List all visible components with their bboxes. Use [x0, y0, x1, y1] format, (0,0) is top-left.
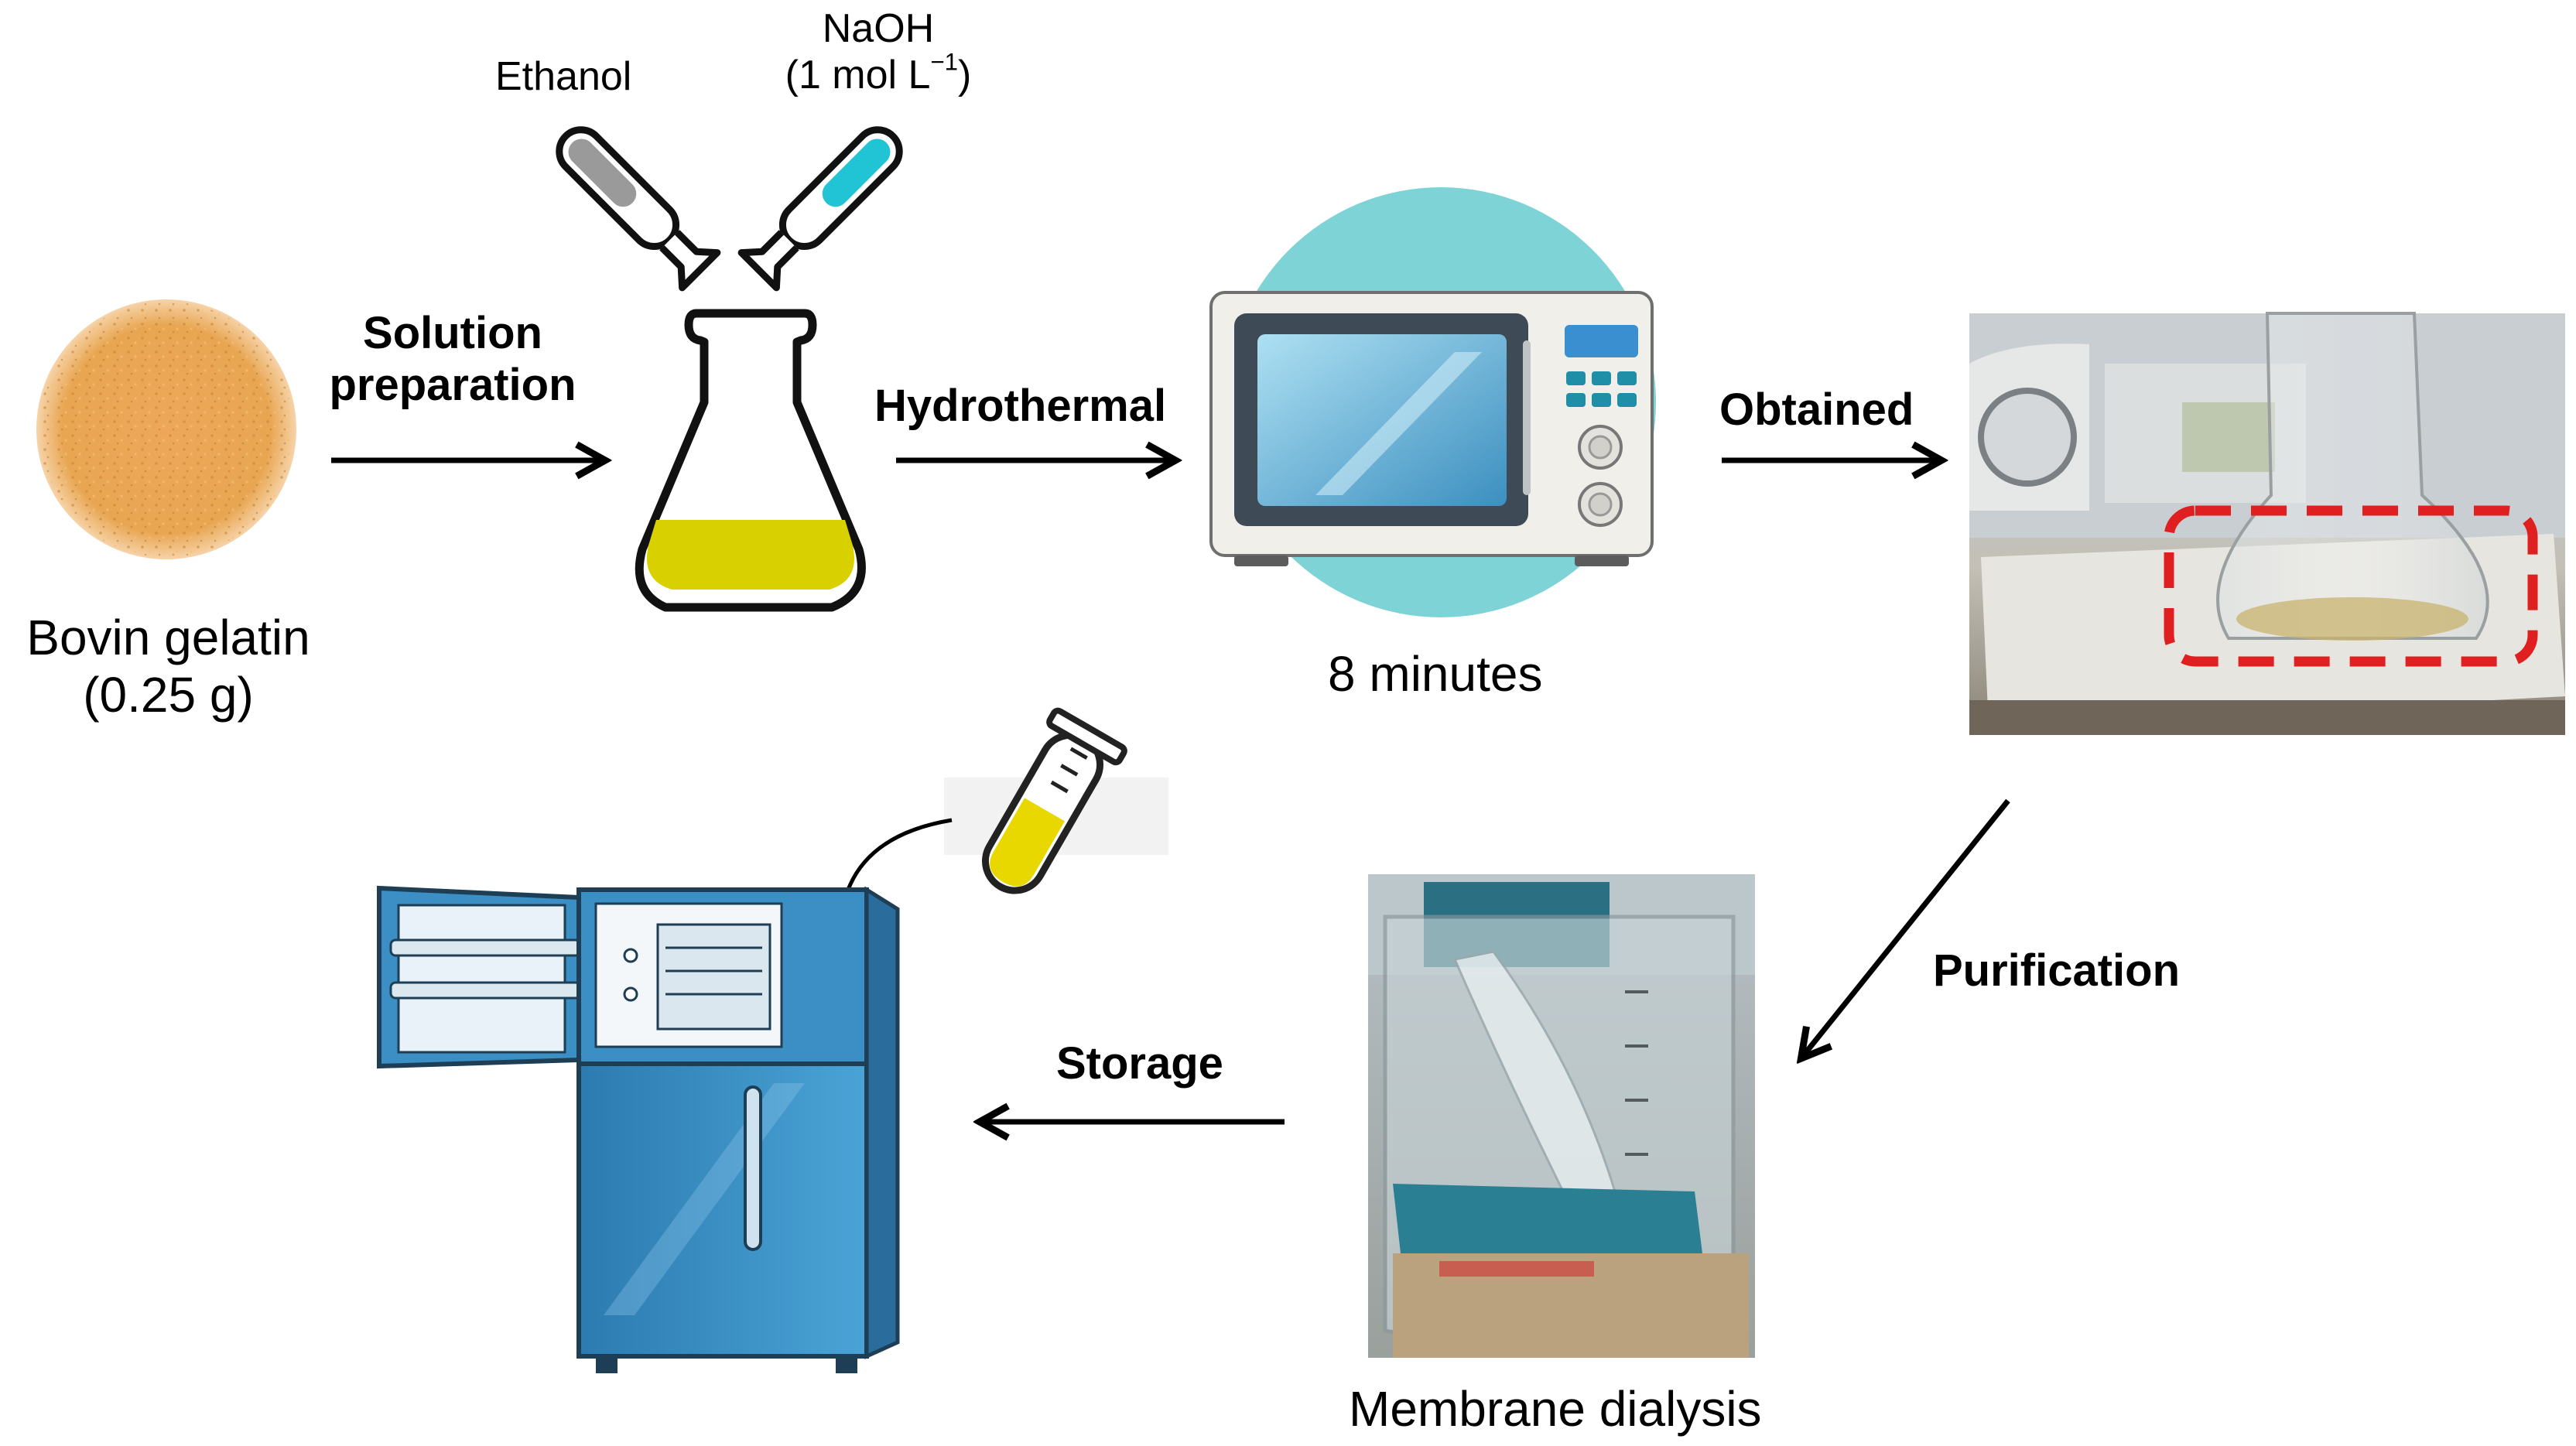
- bovin-gelatin-label: Bovin gelatin (0.25 g): [26, 610, 310, 723]
- minutes-label: 8 minutes: [1328, 646, 1543, 702]
- gelatin-pile-icon: [36, 299, 296, 559]
- fridge-icon: [377, 885, 900, 1373]
- step-storage: Storage: [1056, 1038, 1223, 1089]
- ethanol-label: Ethanol: [495, 54, 632, 99]
- naoh-line1: NaOH: [822, 6, 935, 51]
- naoh-label: NaOH (1 mol L−1): [762, 6, 994, 99]
- test-tube-icon: [944, 707, 1168, 894]
- membrane-dialysis-label: Membrane dialysis: [1349, 1381, 1762, 1437]
- naoh-line2: (1 mol L−1): [785, 48, 972, 97]
- photo-flask: [1969, 312, 2565, 735]
- step-solution-preparation: Solution preparation: [329, 308, 576, 410]
- step-purification: Purification: [1933, 945, 2181, 996]
- arrow-purification: [1803, 798, 2010, 1056]
- step-hydrothermal: Hydrothermal: [874, 381, 1167, 431]
- flask-icon: [635, 309, 866, 612]
- step-obtained: Obtained: [1719, 385, 1914, 435]
- photo-dialysis: [1368, 874, 1755, 1358]
- microwave-icon: [1209, 187, 1656, 617]
- ethanol-pipette-icon: [556, 126, 721, 292]
- naoh-pipette-icon: [737, 126, 903, 292]
- process-arrows: [331, 460, 2010, 1122]
